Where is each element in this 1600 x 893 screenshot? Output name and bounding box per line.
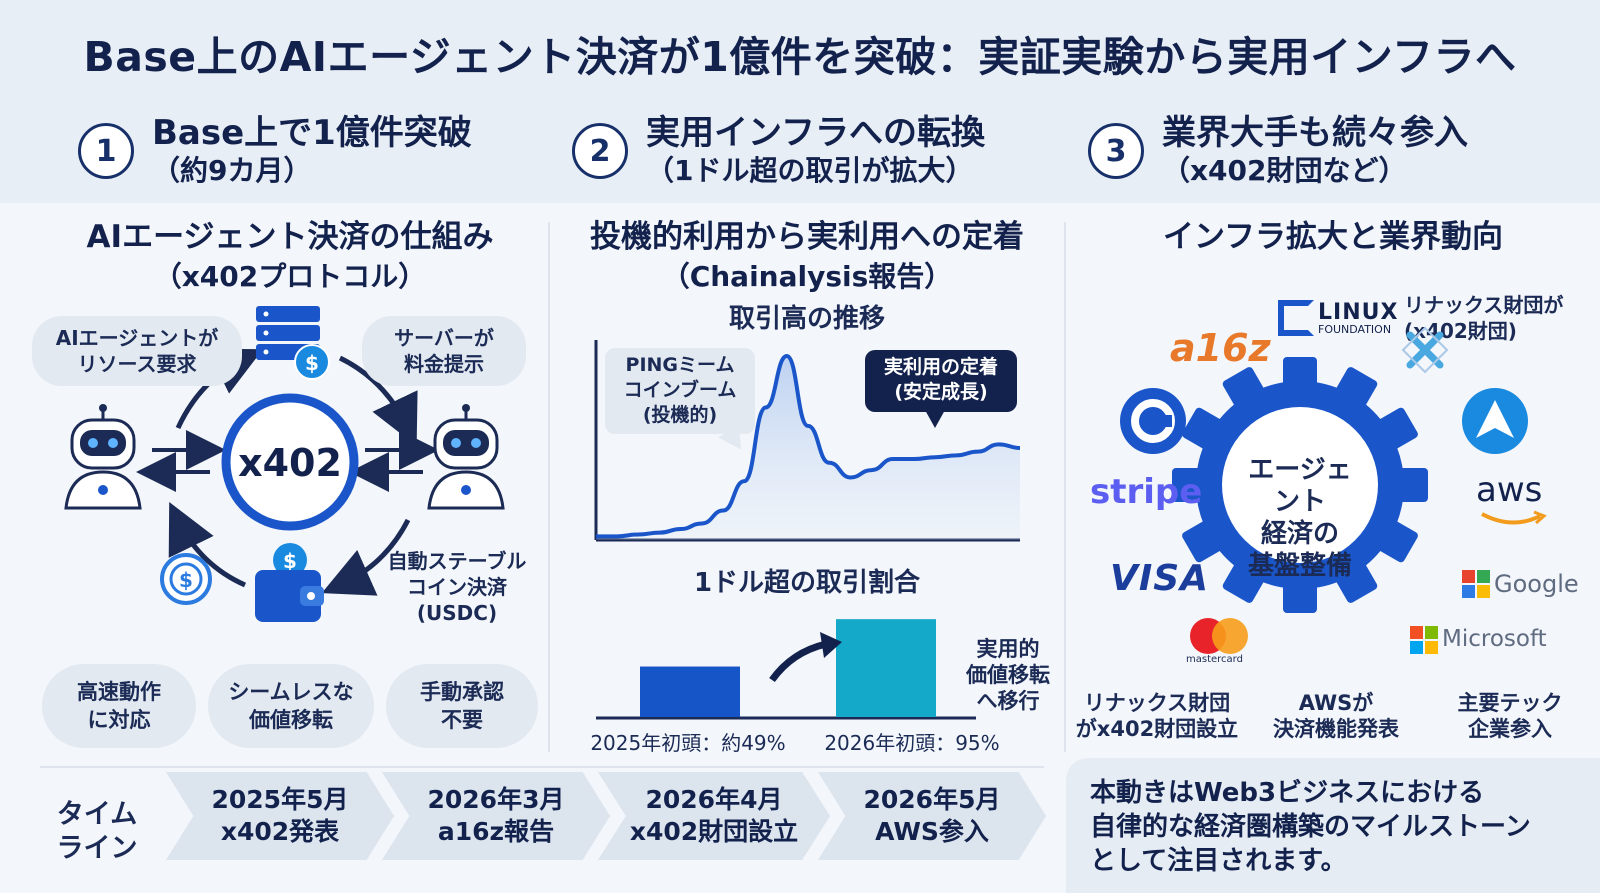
linux-foundation-logo-icon (1278, 300, 1314, 336)
share-bar-chart (596, 619, 976, 720)
agent-request-bubble: AIエージェントが リソース要求 (32, 316, 242, 386)
point-title: 業界大手も続々参入 (1162, 113, 1468, 153)
usage-subheading: （Chainalysis報告） (661, 260, 953, 293)
x402-ring (221, 393, 359, 531)
microsoft-logo-icon (1410, 626, 1438, 654)
x402-flow-diagram: x402 $ $ $ (64, 306, 505, 622)
timeline-date: 2026年3月 (427, 785, 565, 814)
infra-heading: インフラ拡大と業界動向 (1162, 219, 1504, 255)
stripe-logo: stripe (1090, 472, 1203, 512)
point-number: 2 (572, 123, 628, 179)
timeline-step-1: 2025年5月 x402発表 (166, 772, 394, 860)
x402-center-label: x402 (238, 441, 342, 485)
linux-foundation-logo: LINUX (1318, 300, 1399, 325)
flow-arrow (168, 502, 247, 588)
growth-arrowhead (820, 632, 842, 658)
growth-arrow (769, 640, 827, 683)
stable-callout-pointer (925, 410, 945, 428)
key-point-3: 3 業界大手も続々参入 （x402財団など） (1088, 113, 1468, 189)
feature-pill-no-approval: 手動承認 不要 (386, 664, 538, 748)
bar-category-label: 2026年初頭：95% (824, 731, 1000, 755)
stable-callout-text: 実利用の定着 (安定成長) (883, 356, 998, 403)
line-chart-title: 取引高の推移 (728, 304, 885, 334)
stable-callout: 実利用の定着 (安定成長) (865, 350, 1017, 412)
bar-chart-title: 1ドル超の取引割合 (693, 568, 921, 598)
flow-arrow (338, 355, 418, 447)
timeline-event: AWS参入 (875, 817, 989, 846)
summary-note: 本動きはWeb3ビジネスにおける 自律的な経済圏構築のマイルストーン として注目… (1066, 758, 1600, 893)
volume-line-chart (594, 340, 1021, 542)
gear-icon (1172, 357, 1428, 613)
feature-pill-seamless: シームレスな 価値移転 (208, 664, 374, 748)
server-price-bubble: サーバーが 料金提示 (362, 316, 526, 386)
volume-line (595, 354, 1021, 539)
flow-arrow (321, 518, 411, 596)
point-title: Base上で1億件突破 (152, 113, 472, 153)
timeline-date: 2026年4月 (645, 785, 783, 814)
key-points: 1 Base上で1億件突破 （約9カ月） 2 実用インフラへの転換 （1ドル超の… (0, 105, 1600, 203)
caption-aws: AWSが 決済機能発表 (1273, 691, 1399, 741)
point-subtitle: （約9カ月） (152, 154, 312, 187)
timeline-label: タイム ライン (56, 799, 138, 864)
page-title-text: Base上のAIエージェント決済が1億件を突破：実証実験から実用インフラへ (83, 32, 1517, 81)
column-divider (1064, 222, 1066, 752)
coinbase-logo-icon (1120, 388, 1186, 454)
share-bar (836, 619, 936, 717)
point-subtitle: （x402財団など） (1162, 154, 1407, 187)
linux-callout: リナックス財団が (x402財団) (1404, 293, 1564, 343)
key-point-1: 1 Base上で1億件突破 （約9カ月） (78, 113, 472, 189)
summary-note-text: 本動きはWeb3ビジネスにおける 自律的な経済圏構築のマイルストーン として注目… (1090, 778, 1531, 876)
timeline-step-3: 2026年4月 x402財団設立 (598, 772, 830, 860)
ping-callout-text: PINGミーム コインブーム (投機的) (623, 354, 737, 426)
aws-logo: aws (1476, 470, 1543, 510)
ai-agent-robot-icon (64, 404, 142, 510)
mechanism-heading: AIエージェント決済の仕組み (86, 219, 494, 255)
gear-center-label: エージェント 経済の 基盤整備 (1247, 455, 1352, 581)
visa-logo: VISA (1110, 558, 1210, 599)
x402-foundation-icon (1401, 326, 1449, 374)
timeline-event: x402発表 (220, 817, 340, 846)
svg-text:$: $ (305, 351, 319, 375)
mastercard-logo: mastercard (1186, 654, 1243, 665)
column-divider (548, 222, 550, 752)
caption-linux-foundation: リナックス財団 がx402財団設立 (1075, 691, 1239, 741)
server-icon: $ (256, 306, 330, 380)
server-agent-robot-icon (427, 404, 505, 510)
timeline-step-2: 2026年3月 a16z報告 (382, 772, 610, 860)
wallet-icon: $ (255, 543, 324, 622)
linux-foundation-logo-sub: FOUNDATION (1318, 323, 1392, 336)
svg-text:$: $ (179, 568, 193, 592)
google-logo: Google (1494, 570, 1579, 598)
point-number: 1 (78, 123, 134, 179)
caption-tech-companies: 主要テック 企業参入 (1457, 691, 1563, 741)
mechanism-subheading: （x402プロトコル） (153, 260, 427, 293)
usage-heading: 投機的利用から実利用への定着 (590, 219, 1024, 255)
page-title: Base上のAIエージェント決済が1億件を突破：実証実験から実用インフラへ (0, 0, 1600, 105)
point-title: 実用インフラへの転換 (646, 113, 985, 153)
a16z-logo: a16z (1170, 326, 1271, 370)
point-number: 3 (1088, 123, 1144, 179)
microsoft-logo: Microsoft (1442, 626, 1547, 652)
timeline-event: a16z報告 (437, 817, 555, 846)
aws-smile-icon (1481, 510, 1547, 525)
timeline-date: 2025年5月 (211, 785, 349, 814)
volume-area (596, 356, 1020, 540)
timeline-event: x402財団設立 (629, 817, 799, 846)
svg-text:$: $ (283, 549, 297, 573)
timeline-date: 2026年5月 (863, 785, 1001, 814)
usdc-coin-icon: $ (160, 553, 212, 605)
share-bar (640, 666, 740, 717)
mastercard-logo-icon (1190, 618, 1248, 654)
bar-category-label: 2025年初頭：約49% (590, 731, 786, 755)
ping-callout: PINGミーム コインブーム (投機的) (605, 348, 755, 434)
point-subtitle: （1ドル超の取引が拡大） (646, 154, 974, 187)
timeline-divider (40, 766, 1044, 768)
google-logo-icon (1462, 570, 1490, 598)
key-point-2: 2 実用インフラへの転換 （1ドル超の取引が拡大） (572, 113, 985, 189)
practical-transfer-note: 実用的 価値移転 へ移行 (966, 637, 1050, 713)
timeline-step-4: 2026年5月 AWS参入 (818, 772, 1046, 860)
feature-pill-speed: 高速動作 に対応 (42, 664, 196, 748)
base-logo-icon (1462, 388, 1528, 454)
auto-payment-label: 自動ステーブル コイン決済 (USDC) (387, 549, 527, 625)
